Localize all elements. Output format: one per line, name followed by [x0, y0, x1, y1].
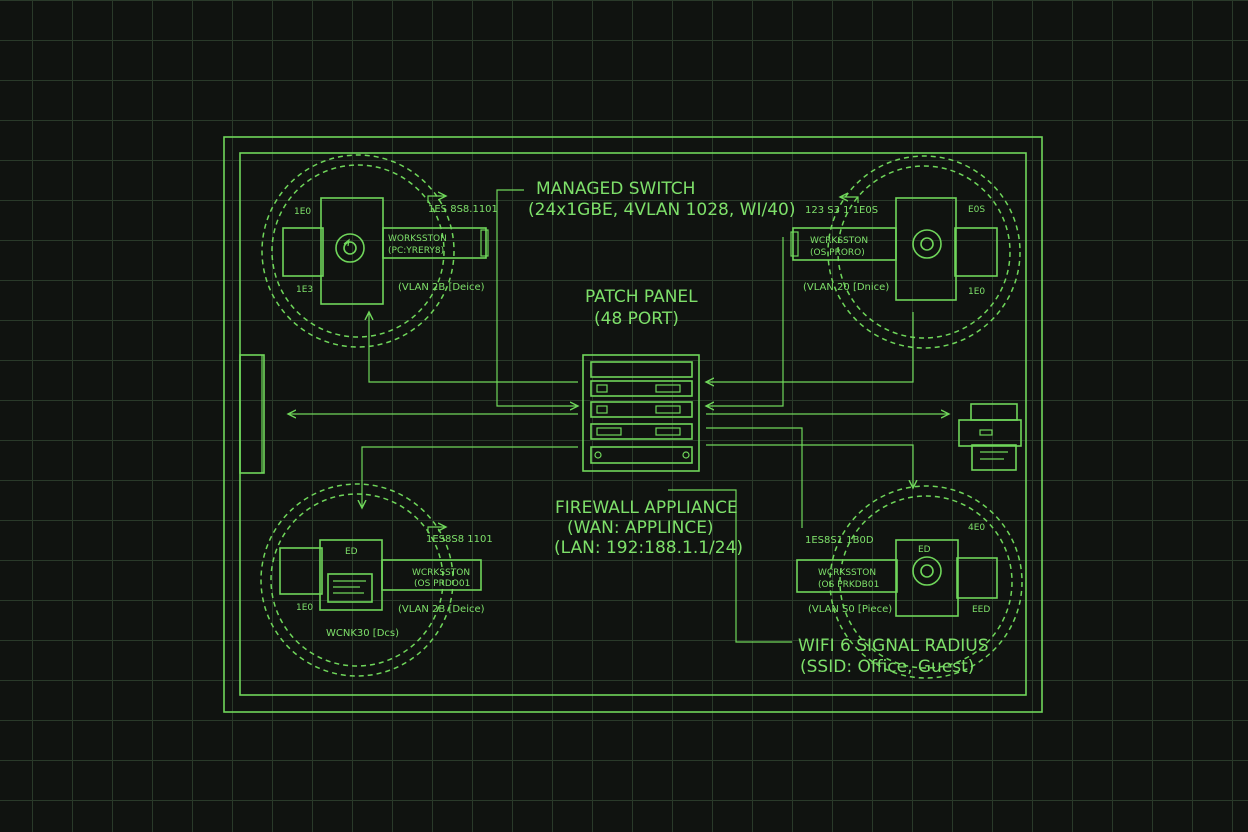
ws-bl-num-top: ED — [345, 547, 358, 557]
ws-br-ip: 1ES8S1 1B0D — [805, 535, 874, 546]
ws-tl-name: WORKSSTON — [388, 234, 447, 244]
ws-tl-vlan: (VLAN 2B [Deice) — [398, 282, 485, 293]
ws-br-num-top: 4E0 — [968, 523, 985, 533]
wifi-detail: (SSID: Office, Guest) — [800, 657, 974, 677]
ws-tl-sub: (PC:YRERY8) — [388, 246, 444, 256]
outer-frame — [223, 136, 1043, 713]
patch-panel-detail: (48 PORT) — [594, 309, 679, 329]
patch-panel-rack — [582, 354, 700, 472]
ws-tl-ip: 1ES 8S8.1101 — [428, 204, 498, 215]
ws-tr-vlan: (VLAN 20 [Dnice) — [803, 282, 889, 293]
connections — [288, 189, 949, 643]
ws-bl-num-bottom: 1E0 — [296, 603, 313, 613]
firewall-title: FIREWALL APPLIANCE — [555, 498, 738, 518]
firewall-lan: (LAN: 192:188.1.1/24) — [554, 538, 743, 558]
ws-br-name: WCRKSSTON — [818, 568, 876, 578]
ws-tr-sub: (OS PRORO) — [810, 248, 865, 258]
workstation-bottom-left: ED WCRKSSTON (OS PRDO01 1ES8S8 1101 (VLA… — [260, 483, 493, 677]
ws-br-vlan: (VLAN S0 [Piece) — [808, 604, 892, 615]
ws-tr-num-top: E0S — [968, 205, 985, 215]
printer — [958, 403, 1022, 471]
ws-br-num-bottom: EED — [972, 605, 990, 615]
ws-tl-num-bottom: 1E3 — [296, 285, 313, 295]
ws-bl-name: WCRKSSTON — [412, 568, 470, 578]
ws-bl-vlan: (VLAN 2B [Deice) — [398, 604, 485, 615]
workstation-top-right: WCRKSSTON (OS PRORO) 123 S3 1 1E0S (VLAN… — [790, 155, 1021, 349]
ws-bl-sub: (OS PRDO01 — [414, 579, 470, 589]
ws-br-num-mid: ED — [918, 545, 931, 555]
workstation-top-left: WORKSSTON (PC:YRERY8) 1ES 8S8.1101 (VLAN… — [261, 154, 498, 348]
wifi-title: WIFI 6 SIGNAL RADIUS — [798, 636, 989, 656]
ws-br-sub: (OS PRKDB01 — [818, 580, 879, 590]
ws-tr-name: WCRKSSTON — [810, 236, 868, 246]
workstation-bottom-right: ED WCRKSSTON (OS PRKDB01 1ES8S1 1B0D (VL… — [796, 485, 1023, 679]
ws-tl-num-top: 1E0 — [294, 207, 311, 217]
ws-bl-caption: WCNK30 [Dcs) — [326, 628, 399, 639]
ws-tr-num-bottom: 1E0 — [968, 287, 985, 297]
firewall-wan: (WAN: APPLINCE) — [567, 518, 714, 538]
door — [239, 354, 265, 474]
switch-title: MANAGED SWITCH — [536, 179, 695, 199]
ws-tr-ip: 123 S3 1 1E0S — [805, 205, 878, 216]
patch-panel-title: PATCH PANEL — [585, 287, 698, 307]
ws-bl-ip: 1ES8S8 1101 — [426, 534, 493, 545]
switch-detail: (24x1GBE, 4VLAN 1028, WI/40) — [528, 200, 795, 220]
